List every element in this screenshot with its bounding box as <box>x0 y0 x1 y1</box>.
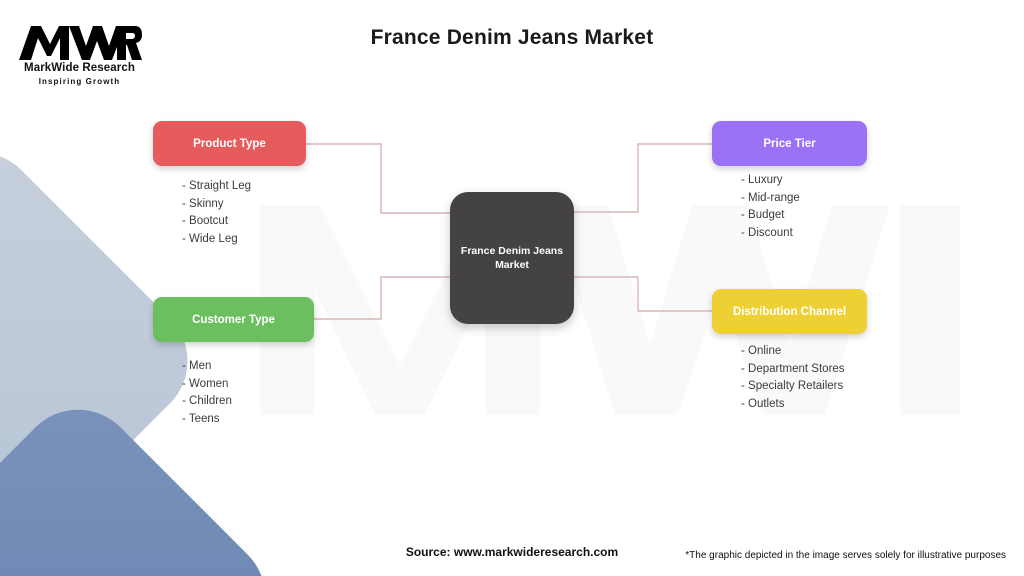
list-item: - Skinny <box>182 197 224 210</box>
source-credit: Source: www.markwideresearch.com <box>405 545 619 559</box>
node-customer-type[interactable]: Customer Type <box>153 297 314 342</box>
list-item: - Department Stores <box>741 362 845 375</box>
brand-logo: MarkWide Research Inspiring Growth <box>17 24 142 86</box>
node-center-market-label: France Denim Jeans Market <box>460 244 564 271</box>
list-item: - Men <box>182 360 212 372</box>
node-distribution-channel[interactable]: Distribution Channel <box>712 289 867 334</box>
list-price-tier: - Luxury - Mid-range - Budget - Discount <box>741 172 800 242</box>
node-distribution-channel-label: Distribution Channel <box>732 305 847 318</box>
list-item: - Wide Leg <box>182 232 238 245</box>
connector-customer-type <box>314 276 451 320</box>
node-product-type[interactable]: Product Type <box>153 121 306 166</box>
list-distribution-channel: - Online - Department Stores - Specialty… <box>741 343 845 413</box>
disclaimer-note: *The graphic depicted in the image serve… <box>685 550 1006 561</box>
connector-price-tier <box>573 143 712 213</box>
connector-product-type <box>306 143 451 214</box>
list-item: - Outlets <box>741 397 785 410</box>
node-price-tier-label: Price Tier <box>763 137 816 150</box>
list-item: - Specialty Retailers <box>741 380 844 392</box>
logo-tagline: Inspiring Growth <box>38 76 121 86</box>
node-product-type-label: Product Type <box>193 137 266 150</box>
page-title: France Denim Jeans Market <box>370 26 654 49</box>
list-product-type: - Straight Leg - Skinny - Bootcut - Wide… <box>182 178 251 248</box>
list-item: - Women <box>182 377 229 390</box>
list-item: - Luxury <box>741 174 783 186</box>
logo-company-name: MarkWide Research <box>24 62 135 74</box>
list-customer-type: - Men - Women - Children - Teens <box>182 358 232 428</box>
list-item: - Straight Leg <box>182 180 252 192</box>
node-customer-type-label: Customer Type <box>192 313 275 326</box>
list-item: - Children <box>182 395 232 407</box>
connector-distribution-channel <box>573 276 712 312</box>
node-price-tier[interactable]: Price Tier <box>712 121 867 166</box>
list-item: - Budget <box>741 209 785 221</box>
list-item: - Discount <box>741 226 793 239</box>
list-item: - Teens <box>182 412 220 425</box>
list-item: - Bootcut <box>182 215 229 227</box>
node-center-market[interactable]: France Denim Jeans Market <box>450 192 574 324</box>
list-item: - Online <box>741 345 782 357</box>
list-item: - Mid-range <box>741 191 800 204</box>
mwr-logo-icon <box>19 26 142 60</box>
